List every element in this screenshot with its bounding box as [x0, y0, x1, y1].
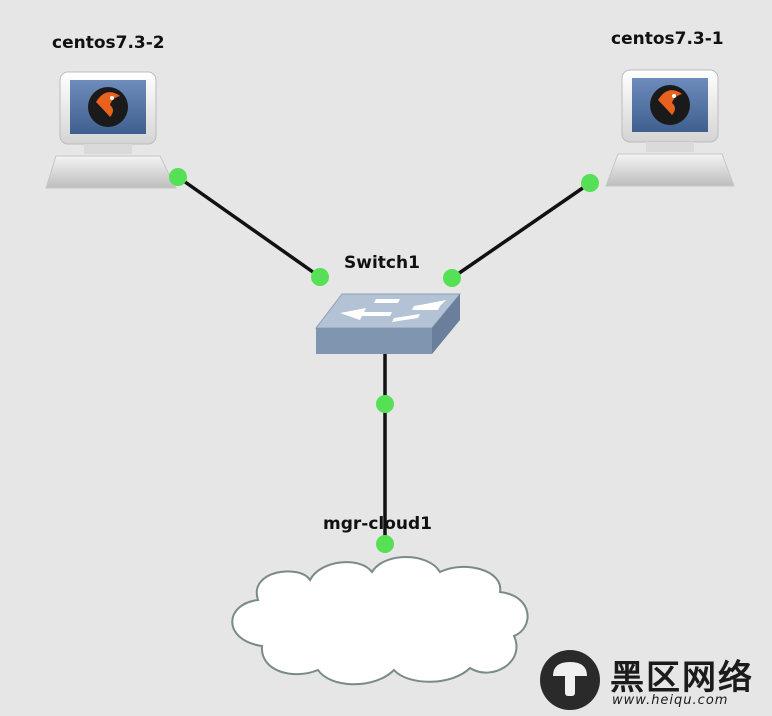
- cloud-label: mgr-cloud1: [323, 514, 433, 534]
- link-status-dot: [581, 174, 599, 192]
- computer-icon[interactable]: [605, 69, 735, 187]
- switch-label: Switch1: [344, 253, 420, 273]
- link-status-dot: [443, 269, 461, 287]
- watermark-url: www.heiqu.com: [612, 693, 729, 708]
- watermark-logo: [540, 650, 600, 710]
- link-left-switch[interactable]: [176, 175, 322, 279]
- host-label-left: centos7.3-2: [52, 33, 165, 53]
- link-status-dot: [376, 395, 394, 413]
- computer-icon[interactable]: [45, 71, 177, 189]
- cloud-icon[interactable]: [231, 556, 529, 686]
- switch-icon[interactable]: [314, 293, 462, 354]
- link-status-dot: [311, 268, 329, 286]
- watermark-title: 黑区网络: [610, 658, 754, 698]
- host-label-right: centos7.3-1: [611, 29, 724, 49]
- link-status-dot: [376, 535, 394, 553]
- link-status-dot: [169, 168, 187, 186]
- link-right-switch[interactable]: [451, 181, 591, 280]
